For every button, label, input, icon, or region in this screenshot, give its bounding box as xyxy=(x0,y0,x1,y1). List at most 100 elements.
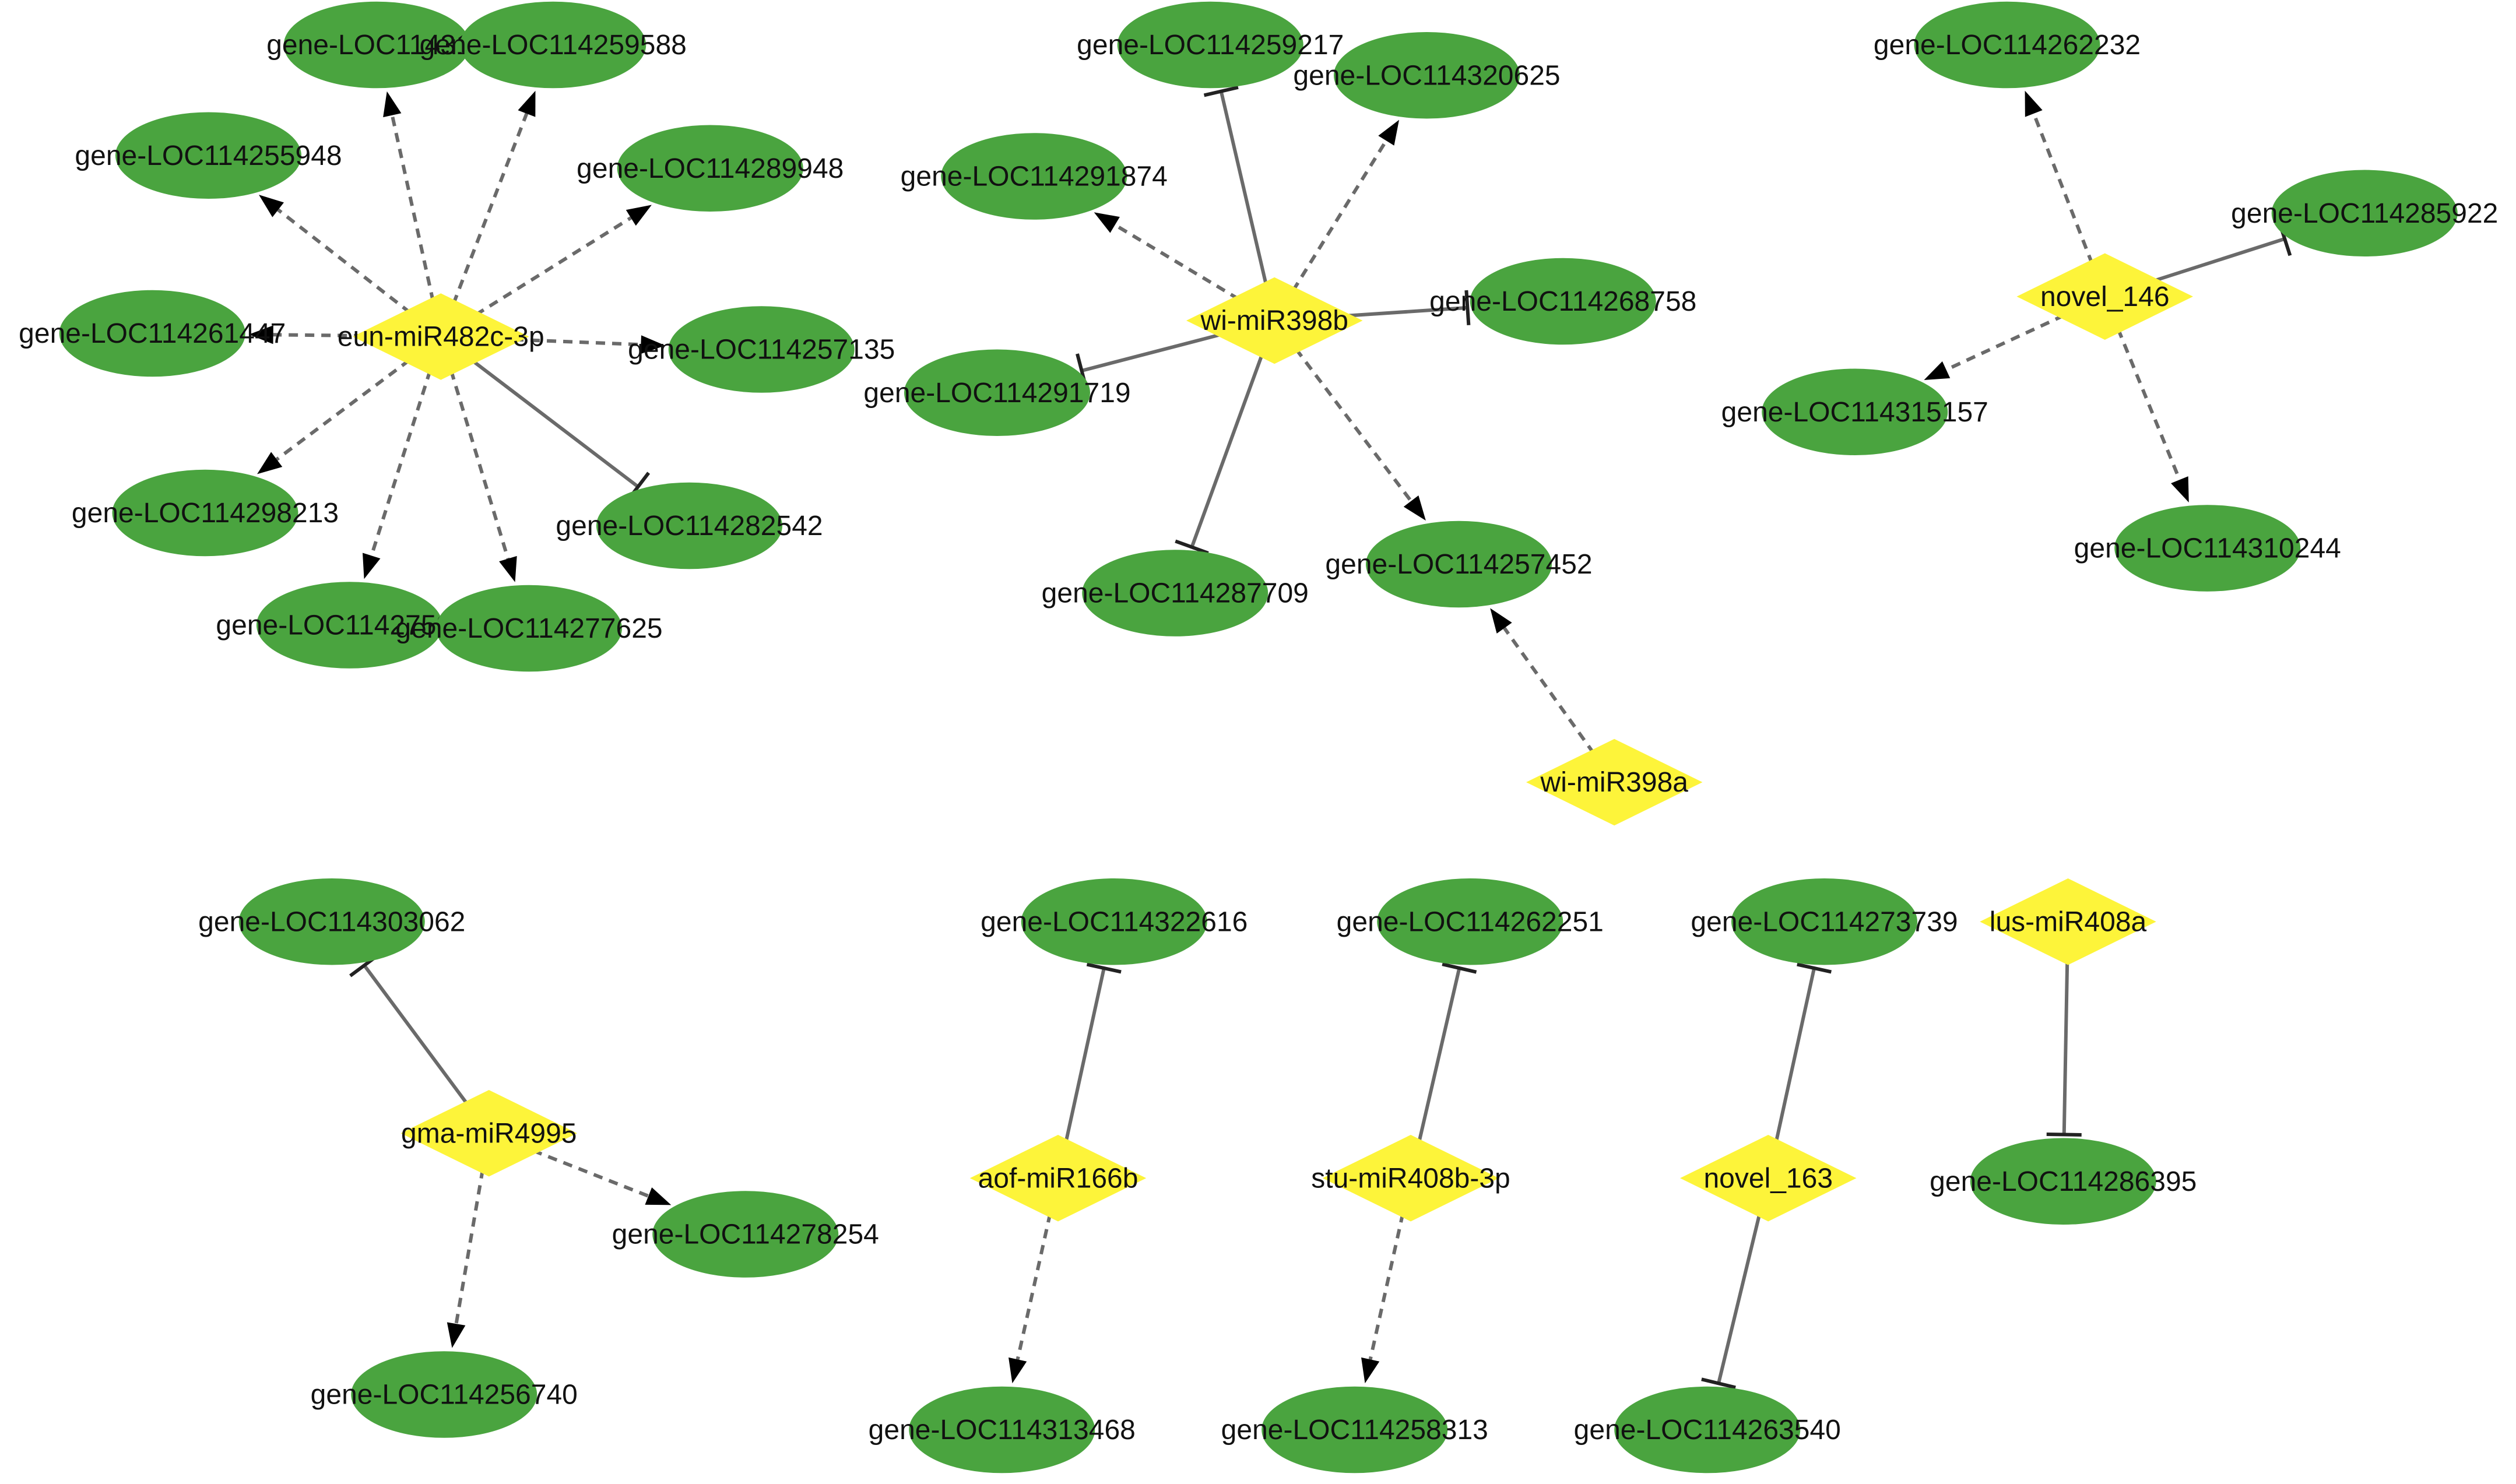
node-label: gene-LOC114285922 xyxy=(2231,198,2498,229)
node-label: gene-LOC114312 xyxy=(266,30,487,61)
gene-node[interactable]: gene-LOC114278254 xyxy=(612,1191,879,1278)
mirna-diamond xyxy=(2016,253,2193,340)
gene-node[interactable]: gene-LOC114259217 xyxy=(1077,1,1344,89)
edge-line xyxy=(2116,328,2181,481)
gene-node[interactable]: gene-LOC114286395 xyxy=(1930,1138,2197,1225)
gene-ellipse xyxy=(1117,1,1303,89)
arrowhead xyxy=(640,335,666,354)
gene-node[interactable]: gene-LOC114315157 xyxy=(1721,368,1988,456)
gene-node[interactable]: gene-LOC114312 xyxy=(266,1,487,89)
edge-line xyxy=(2062,960,2069,1135)
gene-node[interactable]: gene-LOC114273739 xyxy=(1691,878,1958,965)
edge-inhibition xyxy=(1064,962,1122,1144)
gene-node[interactable]: gene-LOC114257135 xyxy=(628,306,895,393)
gene-node[interactable]: gene-LOC114291874 xyxy=(901,133,1168,220)
node-label: gene-LOC114310244 xyxy=(2074,533,2341,564)
gene-node[interactable]: gene-LOC114287709 xyxy=(1042,550,1309,636)
gene-node[interactable]: gene-LOC114285922 xyxy=(2231,170,2498,257)
node-label: gene-LOC114255948 xyxy=(75,140,342,171)
gene-node[interactable]: gene-LOC114282542 xyxy=(556,482,823,569)
node-label: gene-LOC114273739 xyxy=(1691,906,1958,937)
edge-inhibition xyxy=(1344,290,1471,326)
mirna-diamond xyxy=(400,1090,577,1177)
edge-inhibition xyxy=(1203,85,1268,286)
edge-line xyxy=(1294,347,1412,502)
edge-activation xyxy=(449,370,517,582)
arrowhead xyxy=(1490,608,1512,634)
edge-activation xyxy=(259,195,412,314)
gene-ellipse xyxy=(460,1,646,89)
mirna-node[interactable]: aof-miR166b xyxy=(969,1135,1147,1222)
gene-node[interactable]: gene-LOC114298213 xyxy=(72,469,339,557)
mirna-node[interactable]: stu-miR408b-3p xyxy=(1311,1135,1510,1222)
gene-node[interactable]: gene-LOC114313468 xyxy=(869,1386,1136,1474)
edge-inhibition xyxy=(1701,1212,1762,1390)
mirna-node[interactable]: wi-miR398b xyxy=(1186,277,1363,364)
gene-node[interactable]: gene-LOC114261447 xyxy=(19,290,286,377)
arrowhead xyxy=(383,91,402,118)
gene-node[interactable]: gene-LOC114259588 xyxy=(420,1,687,89)
arrowhead xyxy=(2025,90,2043,117)
node-label: gene-LOC114291874 xyxy=(901,161,1168,192)
gene-node[interactable]: gene-LOC114277625 xyxy=(395,585,663,672)
edge-activation xyxy=(475,205,652,317)
gene-ellipse xyxy=(904,349,1090,436)
node-label: gma-miR4995 xyxy=(401,1118,577,1149)
mirna-diamond xyxy=(969,1135,1147,1222)
gene-node[interactable]: gene-LOC114257452 xyxy=(1325,521,1593,608)
edge-line xyxy=(277,208,412,314)
gene-node[interactable]: gene-LOC114303062 xyxy=(198,878,465,965)
gene-node[interactable]: gene-LOC114289948 xyxy=(577,125,844,212)
edge-activation xyxy=(447,1169,485,1348)
mirna-node[interactable]: novel_146 xyxy=(2016,253,2194,340)
gene-node[interactable]: gene-LOC114310244 xyxy=(2074,505,2341,592)
gene-node[interactable]: gene-LOC114256740 xyxy=(311,1351,578,1438)
arrowhead xyxy=(447,1322,466,1348)
gene-node[interactable]: gene-LOC114262251 xyxy=(1337,878,1604,965)
mirna-node[interactable]: novel_163 xyxy=(1680,1135,1857,1222)
edge-activation xyxy=(383,91,435,302)
arrowhead xyxy=(248,325,273,344)
node-label: gene-LOC114286395 xyxy=(1930,1166,2197,1197)
edge-line xyxy=(1945,314,2065,372)
gene-ellipse xyxy=(112,469,298,557)
gene-ellipse xyxy=(1334,32,1520,119)
gene-ellipse xyxy=(652,1191,839,1278)
node-label: wi-miR398a xyxy=(1540,767,1689,798)
edge-activation xyxy=(1924,314,2065,380)
edge-inhibition xyxy=(349,953,469,1106)
edge-inhibition xyxy=(1417,962,1477,1144)
gene-node[interactable]: gene-LOC114320625 xyxy=(1293,32,1561,119)
gene-ellipse xyxy=(115,112,301,199)
edge-activation xyxy=(362,370,432,579)
gene-ellipse xyxy=(2114,505,2301,592)
gene-node[interactable]: gene-LOC114255948 xyxy=(75,112,342,199)
node-label: gene-LOC114258313 xyxy=(1221,1415,1488,1446)
mirna-diamond xyxy=(1680,1135,1857,1222)
inhibition-bar xyxy=(2046,1132,2082,1137)
gene-node[interactable]: gene-LOC114291719 xyxy=(863,349,1131,437)
arrowhead xyxy=(362,553,381,579)
edge-line xyxy=(470,358,639,488)
arrowhead xyxy=(1094,212,1120,233)
mirna-node[interactable]: wi-miR398a xyxy=(1526,739,1703,826)
arrowhead xyxy=(1008,1357,1027,1384)
gene-ellipse xyxy=(668,306,855,393)
edge-activation xyxy=(257,358,411,474)
mirna-node[interactable]: gma-miR4995 xyxy=(400,1090,578,1177)
mirna-node[interactable]: eun-miR482c-3p xyxy=(338,293,544,380)
mirna-diamond xyxy=(1526,739,1703,826)
arrowhead xyxy=(257,452,283,474)
edge-line xyxy=(1344,305,1468,318)
gene-node[interactable]: gene-LOC114258313 xyxy=(1221,1386,1488,1474)
mirna-diamond xyxy=(1322,1135,1499,1222)
gene-node[interactable]: gene-LOC114262232 xyxy=(1874,1,2141,89)
gene-node[interactable]: gene-LOC114263540 xyxy=(1574,1386,1841,1474)
mirna-node[interactable]: lus-miR408a xyxy=(1980,878,2156,965)
edge-activation xyxy=(1490,608,1596,755)
gene-node[interactable]: gene-LOC114322616 xyxy=(981,878,1248,965)
edge-activation xyxy=(1361,1212,1405,1384)
gene-node[interactable]: gene-LOC114268758 xyxy=(1429,258,1696,345)
edge-inhibition xyxy=(1175,353,1264,555)
node-label: aof-miR166b xyxy=(978,1163,1138,1194)
